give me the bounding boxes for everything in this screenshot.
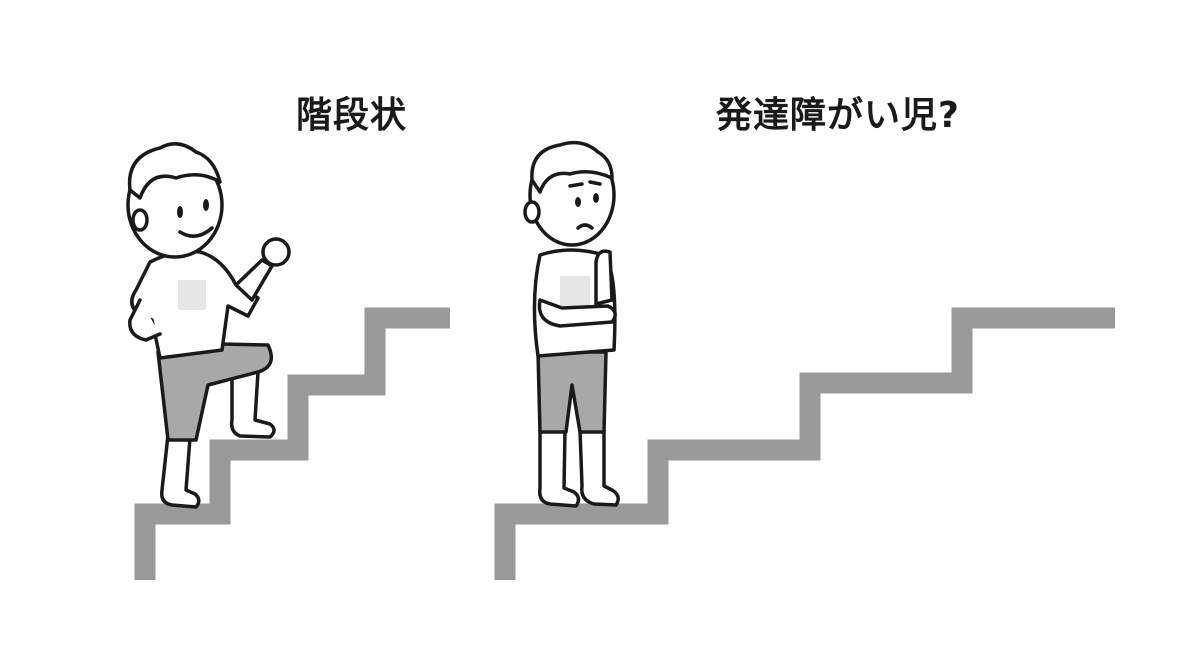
right-staircase	[494, 307, 1115, 580]
child-thinking-icon	[523, 140, 620, 508]
label-developmental-disability: 発達障がい児?	[716, 95, 960, 136]
left-staircase	[134, 307, 450, 580]
label-staircase: 階段状	[296, 95, 408, 136]
child-climbing-stairs-icon	[126, 142, 291, 509]
